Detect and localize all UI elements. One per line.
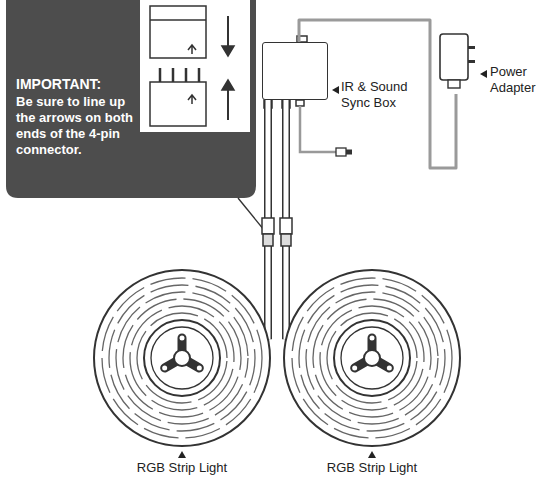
reel-winding <box>292 278 452 438</box>
ir-sensor-head <box>336 148 346 156</box>
label-marker <box>178 451 186 458</box>
part-label: RGB Strip Light <box>92 460 272 476</box>
label-marker <box>368 451 376 458</box>
label-marker <box>480 70 487 78</box>
power-adapter: Power Adapter <box>436 30 476 94</box>
leader-line <box>238 198 264 230</box>
reel-hole <box>387 366 392 371</box>
reel-winding <box>130 306 234 410</box>
reel-hole <box>180 336 185 341</box>
reel-winding <box>102 278 262 438</box>
connector-pin <box>185 68 188 82</box>
callout-panel: IMPORTANT:Be sure to line up the arrows … <box>6 0 256 198</box>
part-label: RGB Strip Light <box>282 460 462 476</box>
reel-winding <box>299 285 445 431</box>
reel-winding <box>306 292 438 424</box>
small-arrow <box>188 95 196 104</box>
label-marker <box>332 86 339 94</box>
reel-hole <box>352 366 357 371</box>
strip-reel: RGB Strip Light <box>92 268 272 448</box>
adapter-prong <box>468 60 475 63</box>
reel-axle <box>174 350 190 366</box>
part-label: Power Adapter <box>490 64 548 95</box>
small-arrow <box>188 45 196 54</box>
box-port <box>296 100 304 106</box>
reel-hub <box>334 320 410 396</box>
reel-hole <box>162 366 167 371</box>
strip-reel: RGB Strip Light <box>282 268 462 448</box>
ir-sensor-tip <box>346 150 352 155</box>
reel-axle <box>364 350 380 366</box>
ir-sensor-cable <box>300 106 352 156</box>
reel-winding <box>327 313 417 403</box>
reel-rim <box>284 270 460 446</box>
reel-hub <box>341 327 403 389</box>
reel-winding <box>109 285 255 431</box>
reel-outline <box>282 268 462 448</box>
reel-outline <box>92 268 272 448</box>
adapter-body <box>440 34 468 80</box>
callout-body: Be sure to line up the arrows on both en… <box>16 94 140 158</box>
reel-hub <box>151 327 213 389</box>
sync-box: IR & Sound Sync Box <box>262 42 328 100</box>
strip-connector <box>262 218 274 234</box>
connector-edge <box>150 19 206 21</box>
connector-pin <box>159 68 162 82</box>
reel-winding <box>320 306 424 410</box>
down-arrow <box>222 46 234 56</box>
reel-hole <box>197 366 202 371</box>
reel-rim <box>94 270 270 446</box>
up-arrow <box>222 80 234 90</box>
connector-inset <box>140 0 250 132</box>
callout-heading: IMPORTANT: <box>16 76 140 93</box>
strip-connector <box>263 234 273 246</box>
callout-panel <box>6 0 256 198</box>
connector-pin <box>160 68 199 82</box>
connector-pin <box>198 68 201 82</box>
adapter-prong <box>468 46 475 49</box>
female-connector <box>150 6 206 58</box>
male-connector <box>150 82 206 126</box>
strip-connector <box>281 234 291 246</box>
strip-connector <box>262 218 292 246</box>
reel-winding <box>123 299 241 417</box>
reel-hole <box>370 336 375 341</box>
reel-hub <box>144 320 220 396</box>
adapter-strain-relief <box>448 80 460 88</box>
reel-winding <box>116 292 248 424</box>
reel-winding <box>313 299 431 417</box>
callout-panel <box>6 0 256 198</box>
part-label: IR & Sound Sync Box <box>341 79 425 110</box>
strip-connector <box>280 218 292 234</box>
connector-pin <box>172 68 175 82</box>
ir-sensor-cable <box>300 106 336 152</box>
reel-winding <box>137 313 227 403</box>
connector-illustration <box>150 6 234 126</box>
adapter-outline <box>436 30 476 94</box>
